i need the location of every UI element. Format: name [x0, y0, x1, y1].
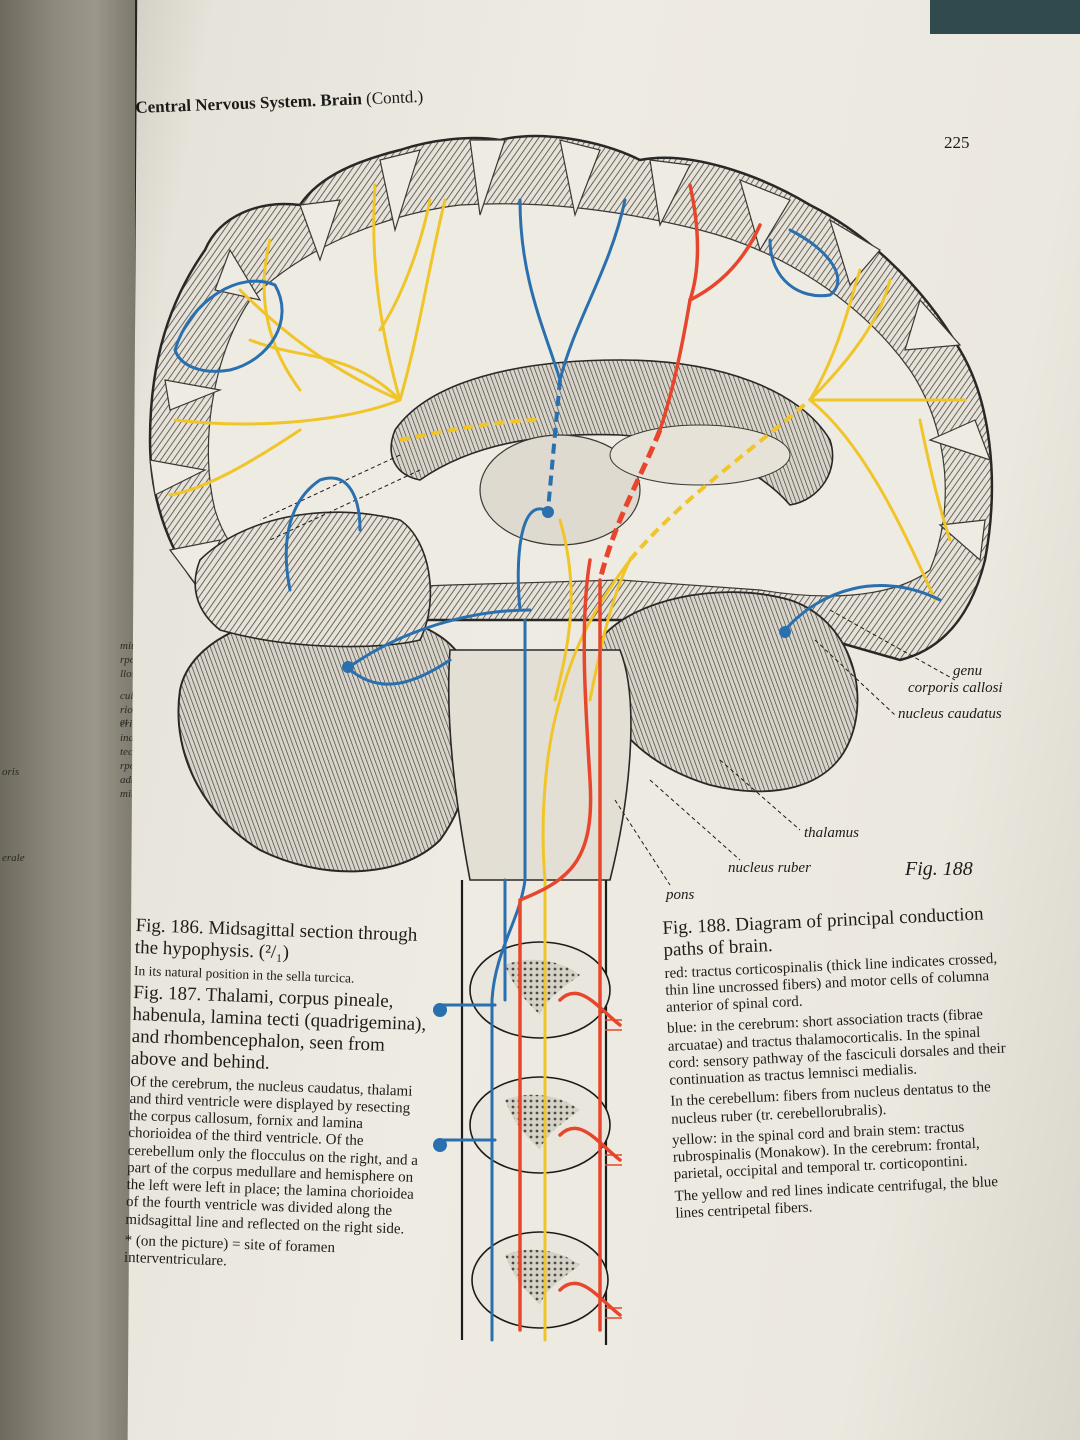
red-thin-lines — [605, 1019, 622, 1319]
brainstem — [447, 649, 632, 881]
blue-pathways — [173, 198, 942, 1342]
label-nucleus-ruber: nucleus ruber — [728, 860, 811, 876]
fig187-note: * (on the picture) = site of foramen int… — [123, 1232, 336, 1270]
corpus-callosum — [390, 359, 834, 506]
red-pathways — [518, 183, 762, 1332]
temporal-pons — [599, 591, 859, 793]
left-page-fragment: oris — [2, 766, 20, 778]
fig187-title: Fig. 187. Thalami, corpus pineale, haben… — [130, 982, 427, 1074]
label-nucleus-caudatus: nucleus caudatus — [898, 706, 1002, 722]
gyri — [149, 139, 992, 592]
left-page-fragment: erale — [2, 852, 25, 864]
yellow-pathways — [168, 183, 967, 1342]
label-corporis-callosi: corporis callosi — [908, 680, 1003, 696]
leader-lines — [259, 454, 956, 886]
yellow-dashed — [399, 398, 812, 562]
label-thalamus: thalamus — [804, 825, 860, 841]
blue-endpoints — [342, 506, 791, 1152]
cerebellum — [177, 613, 475, 873]
caption-right: Fig. 188. Diagram of principal conductio… — [662, 902, 1021, 1227]
page-number: 225 — [944, 133, 970, 152]
red-dashed — [597, 429, 663, 581]
label-genu: genu — [953, 663, 983, 679]
cerebellum-upper — [194, 511, 432, 648]
figure-number: Fig. 188 — [905, 858, 973, 880]
fig188-blue-1: blue: in the cerebrum: short association… — [666, 1006, 1007, 1090]
fig187-text: Of the cerebrum, the nucleus caudatus, t… — [125, 1073, 419, 1238]
fig186-title: Fig. 186. Midsagittal section through th… — [134, 915, 418, 964]
label-pons: pons — [666, 887, 695, 903]
caption-left: Fig. 186. Midsagittal section through th… — [124, 915, 436, 1282]
background-cloth — [930, 0, 1080, 34]
thalamus-shape — [479, 434, 641, 546]
grey-matter — [505, 959, 580, 1305]
nucleus-caudatus-shape — [609, 424, 791, 486]
blue-dashed — [546, 379, 562, 511]
